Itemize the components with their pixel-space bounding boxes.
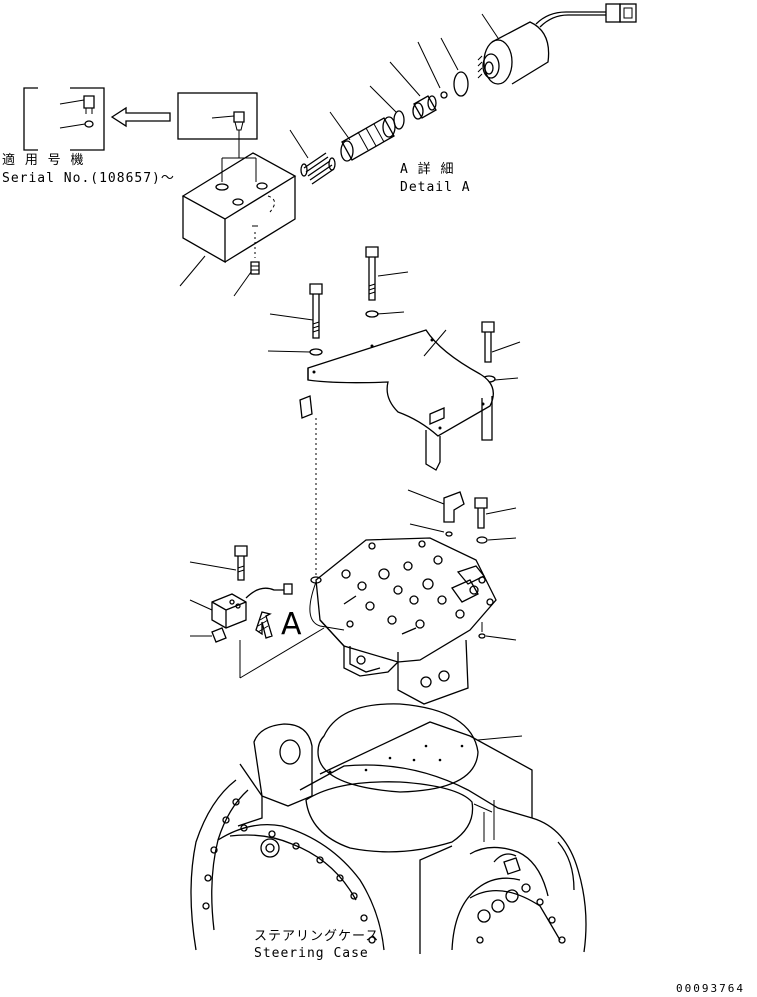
view-a-arrow [255, 611, 273, 639]
cover-plate [299, 246, 496, 578]
drawing-code: 00093764 [676, 982, 745, 995]
detail-a-jp: A 詳 細 [400, 162, 455, 177]
control-valve [310, 489, 517, 705]
view-change-arrow [110, 106, 171, 128]
serial-inset-box [23, 87, 105, 151]
pilot-solenoid [189, 545, 293, 643]
detail-a-label: Detail A [400, 180, 471, 195]
detail-a-parts [300, 3, 637, 185]
steering-case-jp: ステアリングケース [254, 929, 380, 944]
detail-inset-box [177, 92, 258, 140]
valve-block [181, 152, 297, 275]
gasket [317, 703, 523, 793]
steering-case-label: Steering Case [254, 946, 369, 961]
steering-case [190, 721, 587, 954]
serial-number-label: Serial No.(108657)～ [2, 171, 175, 186]
view-a-letter: A [281, 607, 302, 642]
applicable-serial-jp: 適 用 号 機 [2, 153, 85, 168]
